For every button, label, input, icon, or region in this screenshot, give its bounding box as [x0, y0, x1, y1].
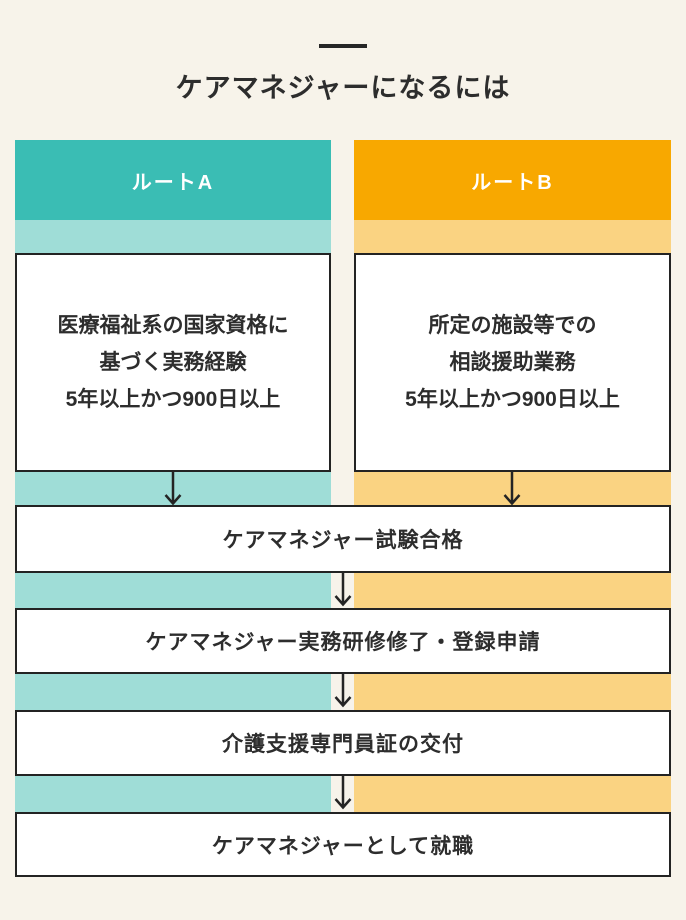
step-box-exam-pass: ケアマネジャー試験合格 — [15, 505, 671, 573]
page-title: ケアマネジャーになるには — [175, 73, 511, 103]
route-a-requirement-line: 医療福祉系の国家資格に — [57, 314, 289, 337]
route-a-requirement-box: 医療福祉系の国家資格に 基づく実務経験 5年以上かつ900日以上 — [15, 253, 331, 472]
arrow-down-icon — [332, 673, 354, 708]
arrow-down-icon — [332, 775, 354, 810]
step-label: ケアマネジャー実務研修修了・登録申請 — [145, 631, 541, 654]
step-label: 介護支援専門員証の交付 — [222, 733, 464, 756]
step-label: ケアマネジャー試験合格 — [222, 529, 464, 552]
title-accent-dash — [319, 44, 367, 48]
step-box-certificate-issue: 介護支援専門員証の交付 — [15, 710, 671, 776]
route-a-label: ルートA — [131, 171, 215, 194]
route-b-label: ルートB — [471, 171, 554, 194]
step-box-training-registration: ケアマネジャー実務研修修了・登録申請 — [15, 608, 671, 674]
route-b-requirement-line: 所定の施設等での — [428, 314, 597, 337]
route-a-requirement-line: 5年以上かつ900日以上 — [65, 388, 281, 411]
arrow-down-icon — [501, 471, 523, 506]
route-a-requirement-line: 基づく実務経験 — [99, 351, 247, 374]
route-b-requirement-line: 5年以上かつ900日以上 — [405, 388, 620, 411]
step-label: ケアマネジャーとして就職 — [211, 834, 475, 858]
route-b-requirement-line: 相談援助業務 — [449, 351, 576, 374]
step-box-employment: ケアマネジャーとして就職 — [15, 812, 671, 877]
arrow-down-icon — [162, 471, 184, 506]
arrow-down-icon — [332, 572, 354, 607]
route-b-requirement-box: 所定の施設等での 相談援助業務 5年以上かつ900日以上 — [354, 253, 671, 472]
route-a-header: ルートA — [15, 140, 331, 220]
route-b-header: ルートB — [354, 140, 671, 220]
